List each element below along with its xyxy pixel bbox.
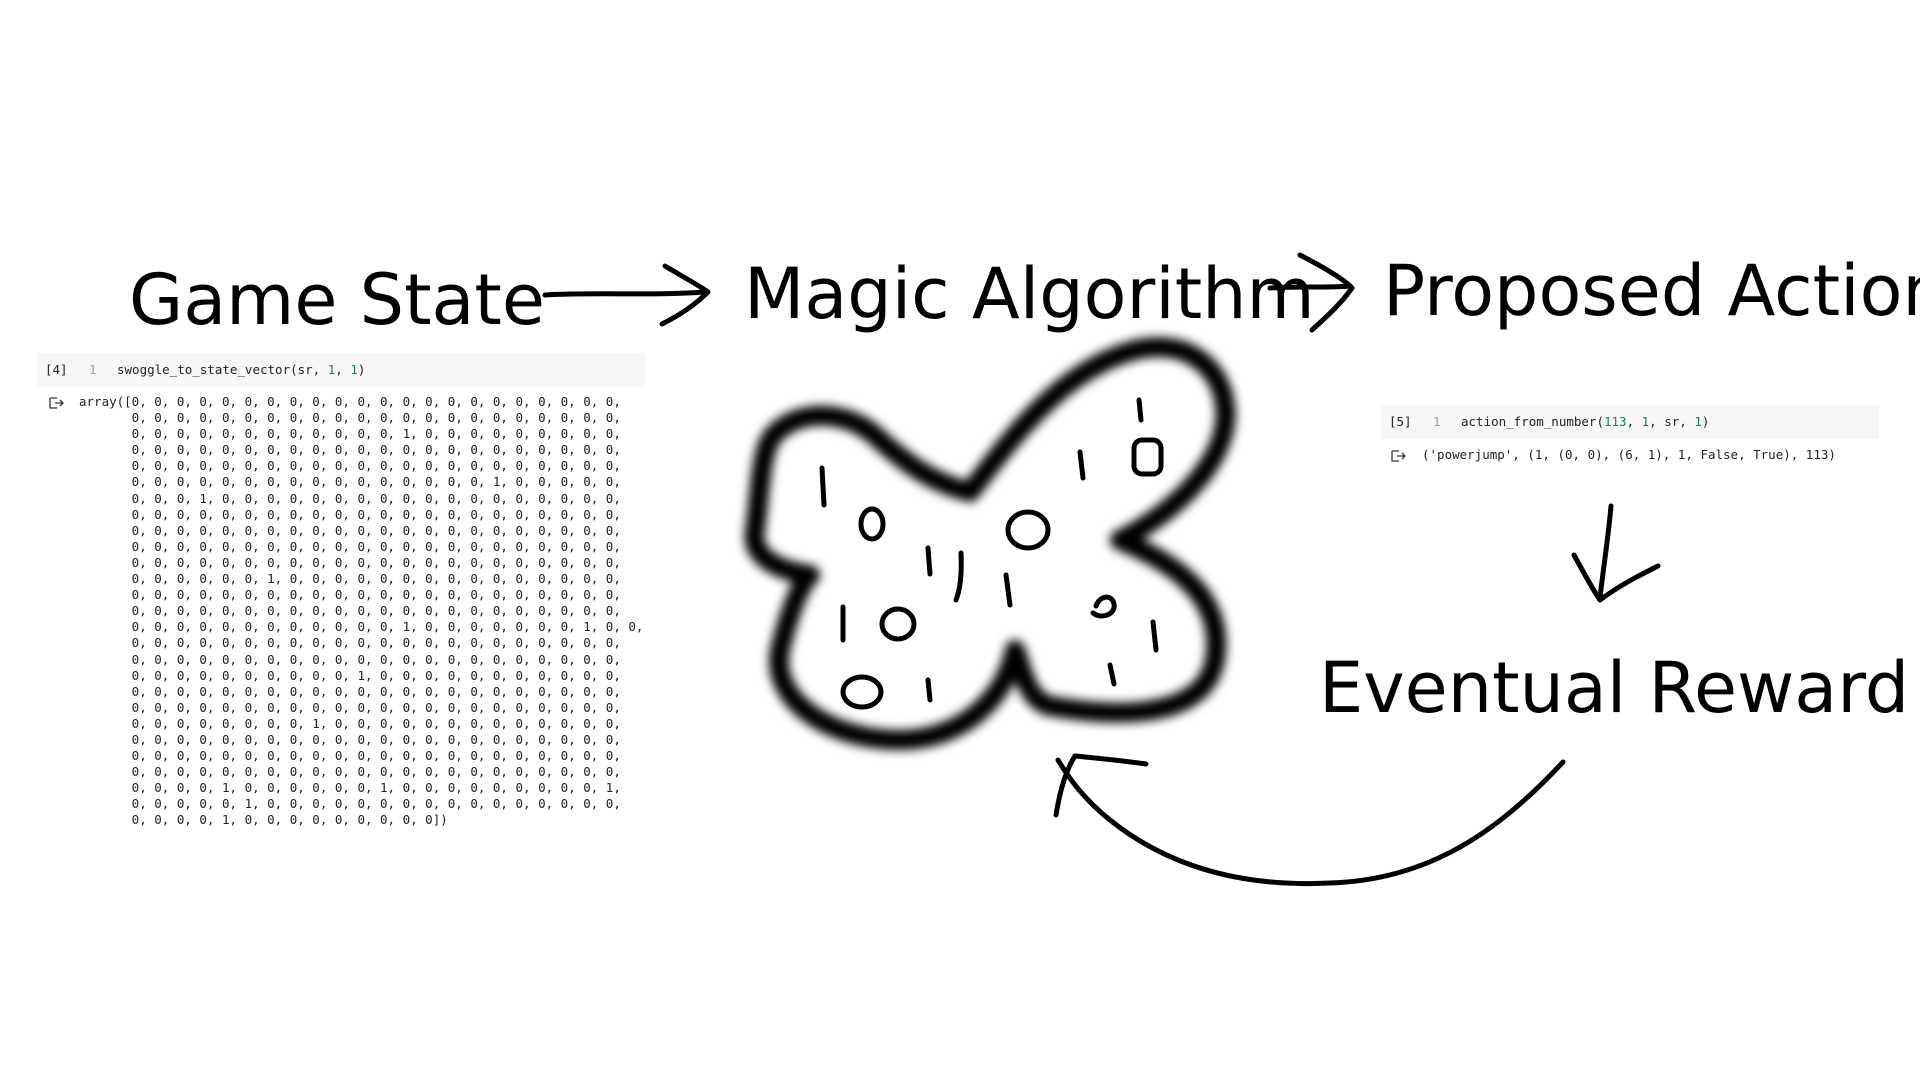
code-text: , sr, — [1649, 414, 1695, 429]
cell-4-output: array([0, 0, 0, 0, 0, 0, 0, 0, 0, 0, 0, … — [79, 394, 644, 828]
proposed-action-label: Proposed Action — [1383, 250, 1920, 332]
cell-5-output: ('powerjump', (1, (0, 0), (6, 1), 1, Fal… — [1422, 447, 1836, 462]
eventual-reward-label: Eventual Reward — [1319, 647, 1910, 729]
number-literal: 1 — [327, 362, 336, 377]
line-number: 1 — [89, 362, 97, 377]
code-cell-4[interactable]: [4] 1 swoggle_to_state_vector(sr, 1, 1) — [37, 353, 645, 387]
arrow-curved-back-icon — [1053, 753, 1566, 887]
arrow-right-icon — [1267, 252, 1355, 333]
arrow-right-icon — [542, 263, 711, 327]
magic-algorithm-label: Magic Algorithm — [744, 253, 1315, 335]
line-number: 1 — [1433, 414, 1441, 429]
code-text: action_from_number( — [1461, 414, 1604, 429]
code-text: ) — [357, 362, 366, 377]
magic-algorithm-blob — [744, 337, 1236, 750]
arrow-down-icon — [1571, 503, 1661, 603]
code-text: , — [335, 362, 351, 377]
code-text: swoggle_to_state_vector(sr, — [117, 362, 328, 377]
output-arrow-icon — [49, 397, 64, 409]
number-literal: 1 — [1641, 414, 1650, 429]
code-text: , — [1626, 414, 1642, 429]
cell-prompt: [5] — [1389, 414, 1412, 429]
code-line[interactable]: swoggle_to_state_vector(sr, 1, 1) — [117, 362, 365, 377]
game-state-label: Game State — [129, 259, 545, 341]
number-literal: 1 — [350, 362, 358, 377]
code-text: ) — [1701, 414, 1710, 429]
code-cell-5[interactable]: [5] 1 action_from_number(113, 1, sr, 1) — [1381, 405, 1879, 439]
code-line[interactable]: action_from_number(113, 1, sr, 1) — [1461, 414, 1709, 429]
cell-prompt: [4] — [45, 362, 68, 377]
number-literal: 1 — [1694, 414, 1702, 429]
number-literal: 113 — [1604, 414, 1627, 429]
output-arrow-icon — [1391, 450, 1406, 462]
